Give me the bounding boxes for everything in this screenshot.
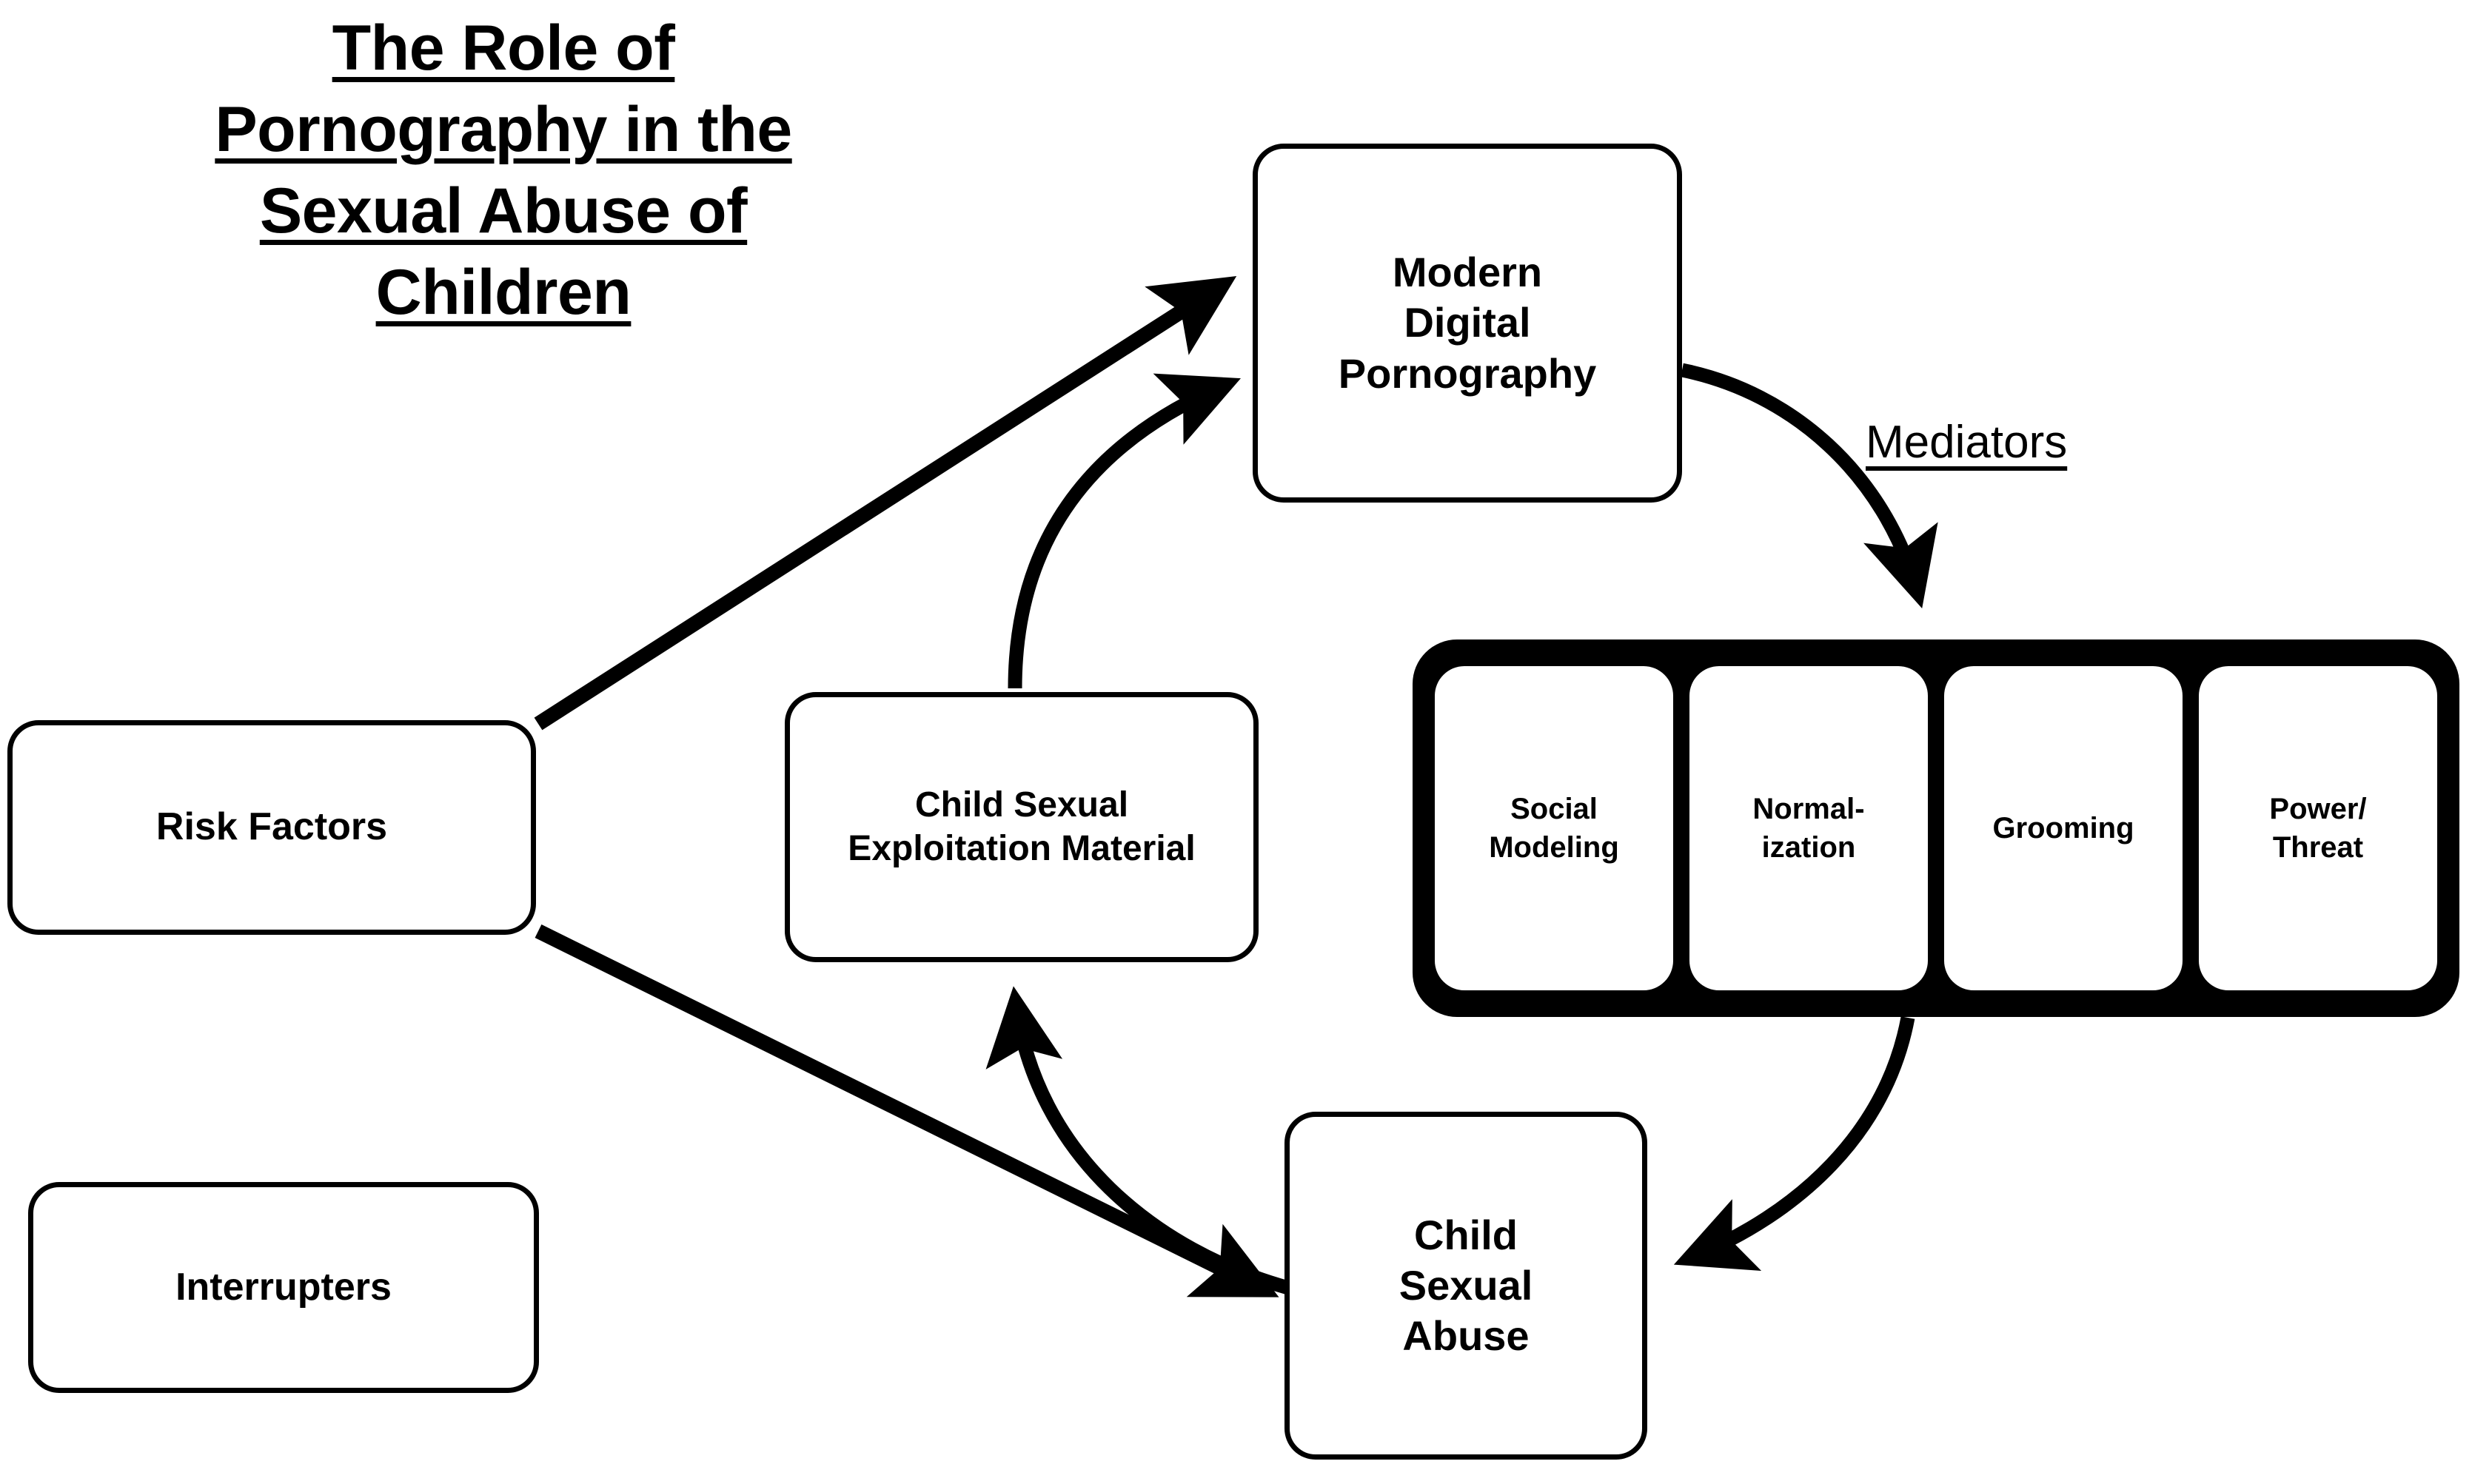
mediators-label: Mediators: [1866, 417, 2068, 468]
mediator-0-line-2: Modeling: [1489, 831, 1619, 864]
node-mdp-line-1: Modern: [1392, 249, 1543, 296]
node-csa-label: Child Sexual Abuse: [1399, 1210, 1533, 1362]
mediator-1-line-1: Normal-: [1752, 793, 1865, 825]
mediator-social-modeling[interactable]: Social Modeling: [1435, 666, 1673, 990]
node-interrupters[interactable]: Interrupters: [28, 1182, 539, 1393]
page-title: The Role of Pornography in the Sexual Ab…: [133, 7, 874, 333]
arrow-csem-to-pornography: [1008, 373, 1241, 689]
title-line-2: Pornography in the: [215, 94, 792, 166]
node-csem-line-1: Child Sexual: [914, 785, 1129, 825]
mediator-social-modeling-label: Social Modeling: [1489, 790, 1619, 867]
arrow-pornography-to-mediators: [1681, 363, 1938, 608]
node-csem-label: Child Sexual Exploitation Material: [848, 784, 1195, 870]
mediators-group: Social Modeling Normal- ization Grooming…: [1413, 639, 2459, 1017]
arrow-risk-to-pornography: [534, 276, 1237, 731]
mediator-0-line-1: Social: [1510, 793, 1598, 825]
node-risk-factors[interactable]: Risk Factors: [7, 720, 536, 935]
mediator-2-line-1: Grooming: [1992, 812, 2134, 845]
node-child-sexual-abuse[interactable]: Child Sexual Abuse: [1284, 1112, 1647, 1460]
node-mdp-line-3: Pornography: [1338, 349, 1597, 397]
node-interrupters-label: Interrupters: [175, 1265, 392, 1309]
mediator-grooming-label: Grooming: [1992, 809, 2134, 847]
mediator-grooming[interactable]: Grooming: [1944, 666, 2183, 990]
mediator-power-threat-label: Power/ Threat: [2269, 790, 2366, 867]
node-csem-line-2: Exploitation Material: [848, 828, 1196, 868]
mediator-power-threat[interactable]: Power/ Threat: [2199, 666, 2437, 990]
title-line-1: The Role of: [332, 13, 675, 84]
mediator-normalization-label: Normal- ization: [1752, 790, 1864, 867]
node-csa-line-3: Abuse: [1402, 1312, 1530, 1360]
node-mdp-line-2: Digital: [1404, 299, 1531, 346]
mediator-3-line-2: Threat: [2272, 831, 2364, 864]
mediator-normalization[interactable]: Normal- ization: [1689, 666, 1928, 990]
title-line-4: Children: [375, 257, 632, 329]
node-csa-line-2: Sexual: [1399, 1261, 1533, 1309]
mediator-3-line-1: Power/: [2269, 793, 2367, 825]
node-risk-factors-label: Risk Factors: [155, 805, 388, 849]
mediator-1-line-2: ization: [1761, 831, 1856, 864]
node-child-sexual-exploitation-material[interactable]: Child Sexual Exploitation Material: [785, 692, 1259, 962]
node-modern-digital-pornography[interactable]: Modern Digital Pornography: [1253, 144, 1682, 503]
node-csa-line-1: Child: [1414, 1211, 1518, 1258]
arrow-mediators-to-abuse: [1673, 1016, 1915, 1271]
arrow-abuse-to-csem: [985, 986, 1290, 1295]
title-line-3: Sexual Abuse of: [259, 175, 748, 247]
node-mdp-label: Modern Digital Pornography: [1339, 247, 1596, 399]
arrow-risk-to-abuse: [535, 924, 1279, 1297]
